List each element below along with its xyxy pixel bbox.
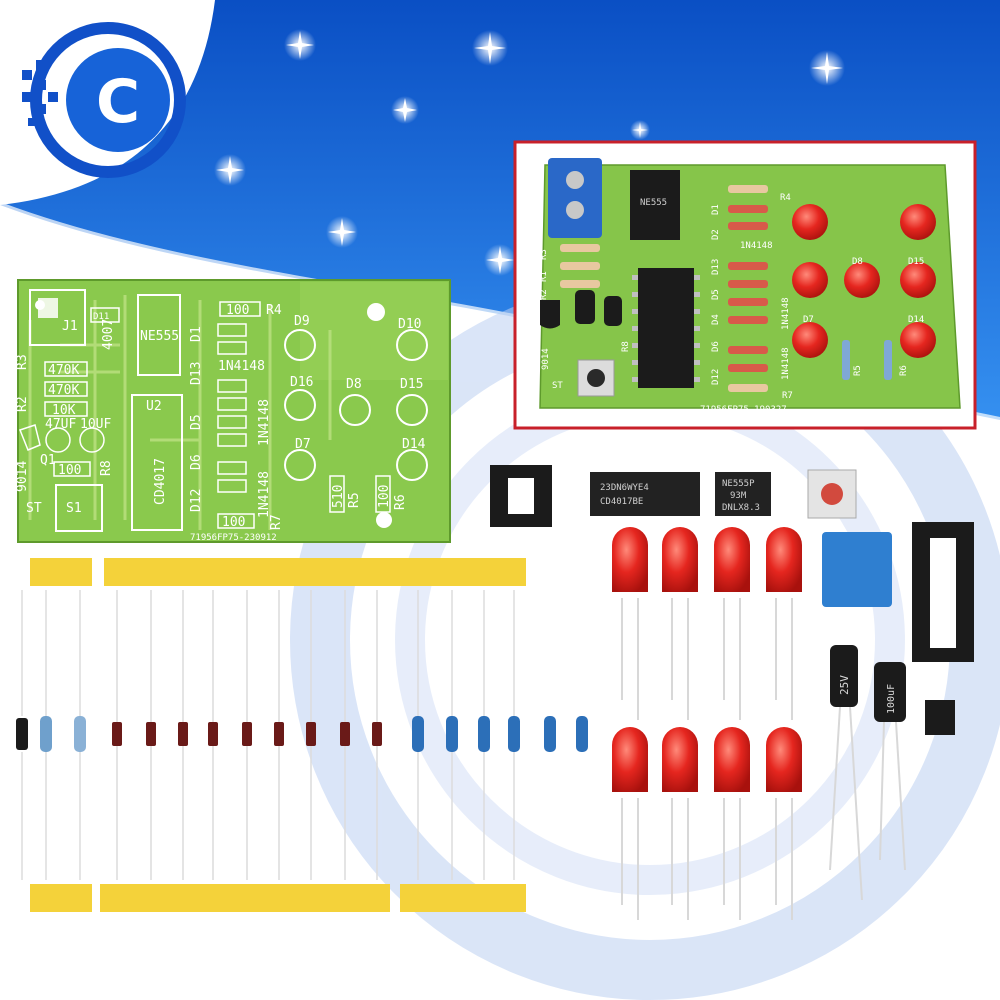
label-d7: D7 (295, 437, 311, 452)
asm-label-1n4148-b: 1N4148 (781, 297, 791, 330)
asm-label-r4: R4 (780, 193, 791, 203)
label-ne555: NE555 (140, 329, 179, 344)
label-r8: R8 (99, 460, 114, 476)
led-row-bottom (612, 727, 802, 920)
label-1n4148-c: 1N4148 (257, 471, 272, 518)
label-d2d1: D1 (189, 326, 204, 342)
label-d11: D11 (93, 312, 109, 322)
label-100-r8: 100 (58, 463, 81, 478)
asm-label-d4: D4 (711, 314, 721, 325)
label-1n4148-a: 1N4148 (218, 359, 265, 374)
label-100-r7: 100 (222, 515, 245, 530)
asm-label-d13: D13 (711, 259, 721, 275)
asm-pcb-code: 71956FP75-190327 (700, 405, 787, 415)
label-100-r6: 100 (377, 485, 392, 508)
asm-label-r8: R8 (621, 341, 631, 352)
loose-parts: 23DN6WYE4 CD4017BE NE555P 93M DNLX8.3 (16, 465, 974, 920)
asm-label-r3: R3 (539, 249, 549, 260)
label-r1r3: R3 (15, 354, 30, 370)
asm-label-d15: D15 (908, 257, 924, 267)
asm-label-r7: R7 (782, 391, 793, 401)
capacitor-10uf: 25V (829, 645, 863, 901)
ne555-line2: 93M (730, 491, 747, 501)
cd4017-line1: 23DN6WYE4 (600, 483, 649, 493)
label-u2: U2 (146, 399, 162, 414)
label-q1: Q1 (40, 453, 56, 468)
asm-label-d8: D8 (852, 257, 863, 267)
label-s1: S1 (66, 501, 82, 516)
label-r7: R7 (269, 514, 284, 530)
label-d14: D14 (402, 437, 426, 452)
capacitor-100uf: 100uF (874, 662, 906, 871)
asm-label-1n4148-a: 1N4148 (740, 241, 773, 251)
asm-label-1n4148-c: 1N4148 (781, 347, 791, 380)
asm-label-r6: R6 (899, 365, 909, 376)
ne555-line1: NE555P (722, 479, 755, 489)
bare-pcb: J1 D11 4007 R3 R2 470K 470K 10K 47UF 10U… (15, 279, 451, 543)
label-d16: D16 (290, 375, 313, 390)
component-tape (30, 558, 526, 912)
label-10uf: 10UF (80, 417, 111, 432)
asm-label-d6: D6 (711, 341, 721, 352)
label-st: ST (26, 501, 42, 516)
label-r2: R2 (15, 396, 30, 412)
label-d9: D9 (294, 314, 310, 329)
label-r6: R6 (393, 494, 408, 510)
label-510: 510 (331, 485, 346, 508)
label-cd4017: CD4017 (153, 458, 168, 505)
asm-label-d14: D14 (908, 315, 924, 325)
asm-label-r1: R1 (539, 271, 549, 282)
asm-label-r2: R2 (539, 289, 549, 300)
label-d8: D8 (346, 377, 362, 392)
assembled-ne555-text: NE555 (640, 198, 667, 208)
ne555-line3: DNLX8.3 (722, 503, 760, 513)
label-d5d3: D5 (189, 414, 204, 430)
label-d12: D12 (189, 489, 204, 512)
label-d10: D10 (398, 317, 421, 332)
label-d13: D13 (189, 362, 204, 385)
asm-label-d12: D12 (711, 369, 721, 385)
asm-label-r5: R5 (853, 365, 863, 376)
label-1n4148-b: 1N4148 (257, 399, 272, 446)
label-r4: R4 (266, 303, 282, 318)
label-r5: R5 (347, 492, 362, 508)
label-470k-a: 470K (48, 363, 79, 378)
resistor-diode-row (16, 590, 588, 880)
sparkle-stars (86, 29, 845, 282)
asm-label-d7: D7 (803, 315, 814, 325)
asm-label-d5: D5 (711, 289, 721, 300)
cap-25v-text: 25V (838, 675, 851, 695)
asm-label-st: ST (552, 381, 563, 391)
label-4007: 4007 (101, 319, 116, 350)
logo-letter: C (96, 67, 140, 137)
label-470k-b: 470K (48, 383, 79, 398)
label-10k: 10K (52, 403, 76, 418)
label-d15: D15 (400, 377, 423, 392)
label-47uf: 47UF (45, 417, 76, 432)
led-row-top (612, 527, 802, 720)
label-d4d6: D6 (189, 454, 204, 470)
brand-logo: C (0, 0, 215, 205)
pcb-code: 71956FP75-230912 (190, 533, 277, 543)
label-100-r4: 100 (226, 303, 249, 318)
assembled-pcb-photo: NE555 (513, 140, 977, 430)
asm-label-9014: 9014 (541, 348, 551, 370)
label-j1: J1 (62, 319, 78, 334)
asm-label-d1: D1 (711, 204, 721, 215)
cap-100uf-text: 100uF (886, 684, 897, 714)
label-9014: 9014 (15, 461, 30, 492)
asm-label-d2: D2 (711, 229, 721, 240)
cd4017-line2: CD4017BE (600, 497, 643, 507)
